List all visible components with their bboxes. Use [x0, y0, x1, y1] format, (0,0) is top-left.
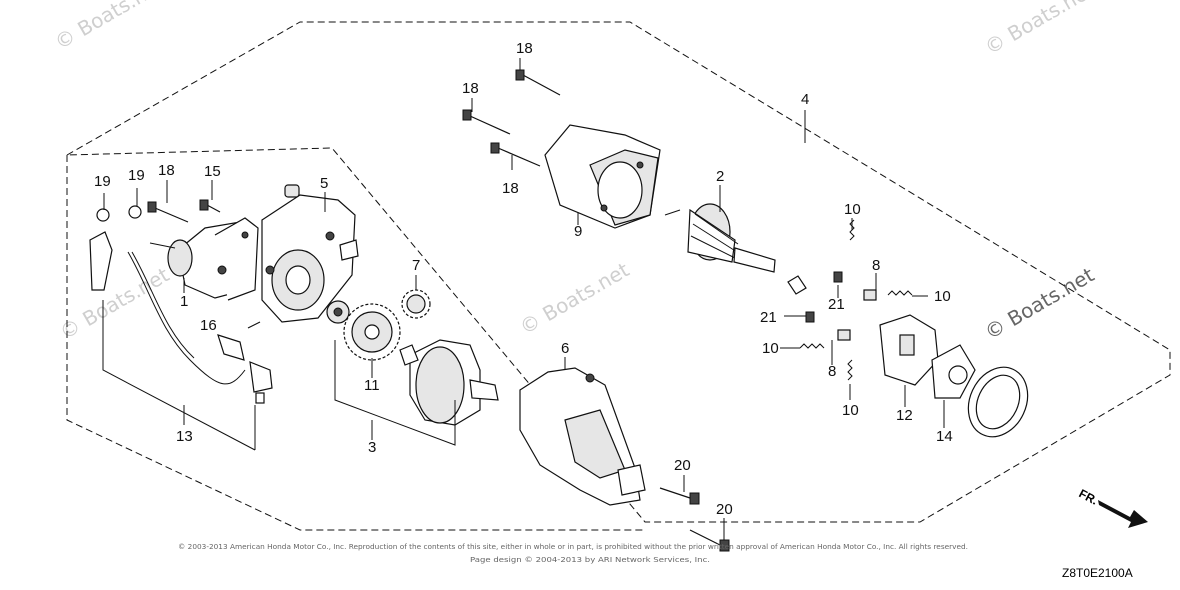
- watermark-left: © Boats.net: [56, 262, 174, 344]
- label-part-20b[interactable]: 20: [716, 501, 733, 518]
- label-part-8b[interactable]: 8: [828, 363, 836, 380]
- label-part-21b[interactable]: 21: [760, 309, 777, 326]
- inner-assembly-outline: [66, 155, 645, 531]
- bolts[interactable]: [96, 69, 730, 552]
- label-part-18a[interactable]: 18: [516, 40, 533, 57]
- label-part-10a[interactable]: 10: [844, 201, 861, 218]
- front-arrow-icon: [1098, 500, 1148, 528]
- label-part-8a[interactable]: 8: [872, 257, 880, 274]
- o-ring-part[interactable]: [957, 358, 1038, 447]
- leader-lines: [102, 58, 945, 540]
- front-direction-indicator: FR.: [1077, 486, 1148, 528]
- label-part-12[interactable]: 12: [896, 407, 913, 424]
- brush-holder-part[interactable]: [879, 314, 976, 399]
- label-part-11[interactable]: 11: [364, 377, 380, 394]
- watermark-top-right: © Boats.net: [981, 0, 1099, 59]
- label-part-5[interactable]: 5: [320, 175, 328, 192]
- pinion-gear-part[interactable]: [326, 289, 431, 361]
- assembly-outlines: [66, 21, 1171, 531]
- label-part-20a[interactable]: 20: [674, 457, 691, 474]
- front-cover-part[interactable]: [261, 184, 359, 323]
- label-part-10d[interactable]: 10: [842, 402, 859, 419]
- label-part-14[interactable]: 14: [936, 428, 953, 445]
- label-part-2[interactable]: 2: [716, 168, 724, 185]
- label-part-21a[interactable]: 21: [828, 296, 845, 313]
- watermark-top-left: © Boats.net: [51, 0, 169, 54]
- label-part-9[interactable]: 9: [574, 223, 582, 240]
- label-part-3[interactable]: 3: [368, 439, 376, 456]
- label-part-16[interactable]: 16: [200, 317, 217, 334]
- label-part-18d[interactable]: 18: [158, 162, 175, 179]
- label-part-7[interactable]: 7: [412, 257, 420, 274]
- rear-housing-part[interactable]: [519, 367, 646, 506]
- drive-gear-part[interactable]: [399, 339, 499, 426]
- springs-and-brushes[interactable]: [787, 219, 913, 381]
- watermark-center: © Boats.net: [516, 257, 634, 339]
- label-part-18b[interactable]: 18: [462, 80, 479, 97]
- label-part-19a[interactable]: 19: [94, 173, 111, 190]
- label-part-13[interactable]: 13: [176, 428, 193, 445]
- armature-part[interactable]: [664, 203, 776, 273]
- label-part-18c[interactable]: 18: [502, 180, 519, 197]
- wire-harness-part[interactable]: [89, 231, 273, 404]
- label-part-19b[interactable]: 19: [128, 167, 145, 184]
- solenoid-part[interactable]: [149, 217, 259, 301]
- copyright-line-1: © 2003-2013 American Honda Motor Co., In…: [178, 543, 968, 551]
- label-part-4[interactable]: 4: [801, 91, 809, 108]
- part-labels: 1 2 3 4 5 6 7 8 8 9 10 10 10 10 11 12 13…: [94, 40, 953, 518]
- diagram-code: Z8T0E2100A: [1062, 566, 1133, 580]
- label-part-10b[interactable]: 10: [934, 288, 951, 305]
- label-part-10c[interactable]: 10: [762, 340, 779, 357]
- outer-assembly-outline: [66, 21, 1171, 523]
- front-label: FR.: [1077, 486, 1101, 507]
- label-part-6[interactable]: 6: [561, 340, 569, 357]
- label-part-1[interactable]: 1: [180, 293, 188, 310]
- motor-case-part[interactable]: [544, 124, 661, 229]
- copyright-line-2: Page design © 2004-2013 by ARI Network S…: [470, 556, 710, 564]
- watermark-right: © Boats.net: [981, 262, 1099, 344]
- label-part-15[interactable]: 15: [204, 163, 221, 180]
